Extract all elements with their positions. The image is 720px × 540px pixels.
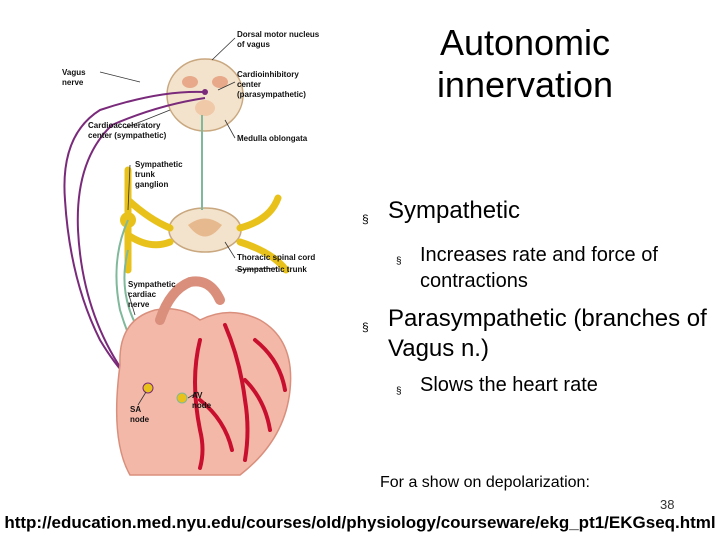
label-vagus-nerve: Vagus — [62, 68, 86, 77]
title-line: Autonomic — [439, 22, 611, 63]
label-sympathetic-trunk-ganglion: ganglion — [135, 180, 168, 189]
bullet-sympathetic: § Sympathetic — [362, 196, 712, 234]
sub-bullet-text: Slows the heart rate — [420, 374, 598, 396]
label-av-node: node — [192, 401, 212, 410]
bullet-text: Parasympathetic (branches of Vagus n.) — [388, 305, 707, 362]
label-cardioinhibitory-center: center — [237, 80, 261, 89]
label-sympathetic-cardiac-nerve: cardiac — [128, 290, 157, 299]
label-cardioacceleratory-center: Cardioacceleratory — [88, 121, 161, 130]
label-av-node: AV — [192, 391, 203, 400]
autonomic-innervation-diagram: Dorsal motor nucleus of vagus Vagus nerv… — [62, 30, 320, 476]
label-sa-node: node — [130, 415, 150, 424]
bullet-marker: § — [396, 256, 402, 267]
bullet-marker: § — [396, 386, 402, 397]
label-sympathetic-trunk-ganglion: trunk — [135, 170, 156, 179]
label-sympathetic-trunk: Sympathetic trunk — [237, 265, 307, 274]
sa-node — [142, 382, 154, 394]
bullet-text: Sympathetic — [388, 197, 521, 224]
bullet-marker: § — [362, 320, 369, 334]
medulla-section — [166, 58, 244, 132]
thoracic-spinal-cord — [168, 207, 242, 253]
sub-bullet-text: Increases rate and force of contractions — [420, 244, 658, 292]
show-note: For a show on depolarization: — [380, 474, 590, 491]
label-cardioacceleratory-center: center (sympathetic) — [88, 131, 167, 140]
coronary-vessels — [193, 323, 287, 470]
reference-url[interactable]: http://education.med.nyu.edu/courses/old… — [4, 513, 716, 532]
label-medulla-oblongata: Medulla oblongata — [237, 134, 308, 143]
label-dorsal-motor-nucleus: Dorsal motor nucleus — [237, 30, 320, 39]
label-sympathetic-trunk-ganglion: Sympathetic — [135, 160, 183, 169]
title-line: innervation — [436, 64, 614, 105]
label-sympathetic-cardiac-nerve: nerve — [128, 300, 150, 309]
bullet-parasympathetic: § Parasympathetic (branches of Vagus n.) — [362, 304, 712, 364]
label-sa-node: SA — [130, 405, 141, 414]
slide-number: 38 — [660, 497, 675, 512]
label-thoracic-spinal-cord: Thoracic spinal cord — [237, 253, 315, 262]
bullet-marker: § — [362, 212, 369, 226]
bullet-list: § Sympathetic § Increases rate and force… — [362, 196, 712, 415]
label-cardioinhibitory-center: (parasympathetic) — [237, 90, 306, 99]
label-vagus-nerve: nerve — [62, 78, 84, 87]
label-sympathetic-cardiac-nerve: Sympathetic — [128, 280, 176, 289]
label-cardioinhibitory-center: Cardioinhibitory — [237, 70, 299, 79]
av-node — [176, 392, 188, 404]
label-dorsal-motor-nucleus: of vagus — [237, 40, 270, 49]
slide-title: Autonomic innervation — [410, 22, 640, 106]
sub-bullet: § Increases rate and force of contractio… — [396, 242, 712, 294]
sub-bullet: § Slows the heart rate — [396, 372, 712, 405]
leader-lines — [99, 37, 279, 406]
